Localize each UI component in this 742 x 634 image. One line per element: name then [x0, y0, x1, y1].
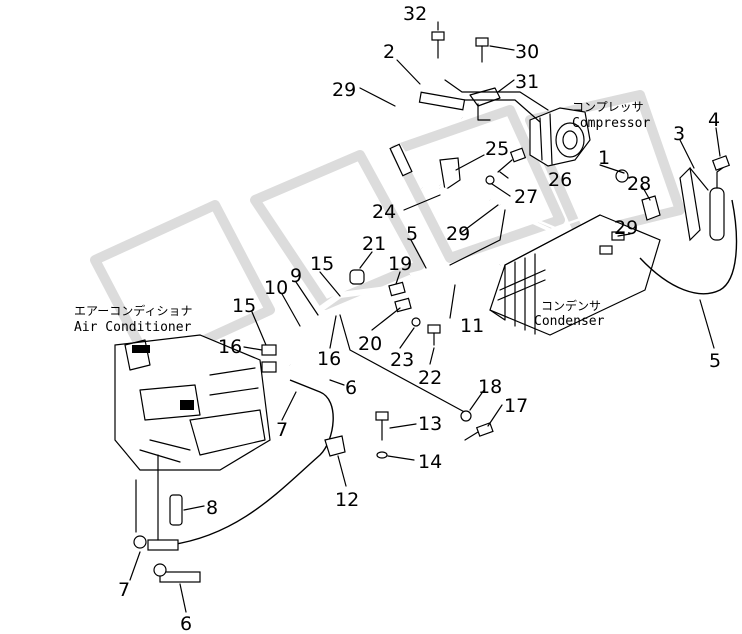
callout-12: 12 — [335, 489, 359, 511]
compressor-label-en: Compressor — [572, 116, 650, 131]
callout-7-center: 7 — [276, 419, 288, 441]
washer-23 — [411, 317, 421, 327]
callout-24: 24 — [372, 201, 396, 223]
compressor-mount-line-2 — [461, 99, 541, 123]
callout-9: 9 — [290, 265, 302, 287]
condenser-label-jp: コンデンサ — [541, 298, 601, 313]
callout-28: 28 — [627, 173, 651, 195]
callout-21: 21 — [362, 233, 386, 255]
callout-2: 2 — [383, 41, 395, 63]
callout-8: 8 — [206, 497, 218, 519]
callout-17: 17 — [504, 395, 528, 417]
callout-18: 18 — [478, 376, 502, 398]
compressor-label-jp: コンプレッサ — [572, 100, 644, 114]
hose-11 — [409, 263, 501, 302]
bolt-30 — [475, 37, 489, 63]
callout-20: 20 — [358, 333, 382, 355]
aircon-label-en: Air Conditioner — [74, 320, 192, 335]
callout-30: 30 — [515, 41, 539, 63]
callout-1: 1 — [598, 147, 610, 169]
clamp-line-16 — [339, 314, 471, 416]
callout-23: 23 — [390, 349, 414, 371]
callout-11: 11 — [460, 315, 484, 337]
drain-8 — [135, 454, 183, 541]
callout-15-left: 15 — [232, 295, 256, 317]
bolt-32 — [431, 31, 445, 59]
fitting-4 — [711, 155, 731, 171]
aircon-label-jp: エアーコンディショナ — [74, 303, 192, 318]
callout-5-center: 5 — [406, 223, 418, 245]
leader-lines — [129, 21, 721, 613]
bolt-17 — [464, 422, 494, 441]
bolt-13 — [375, 411, 389, 441]
hose-6 — [153, 362, 356, 583]
hose-5-right — [639, 199, 738, 295]
washer-14 — [376, 451, 388, 459]
callout-15-top: 15 — [310, 253, 334, 275]
callout-6-center: 6 — [345, 377, 357, 399]
fitting-28 — [641, 195, 661, 221]
receiver-drier — [709, 163, 729, 241]
bolt-22 — [427, 324, 441, 346]
callout-29-top: 29 — [332, 79, 356, 101]
hose-7 — [133, 379, 334, 551]
compressor — [529, 107, 591, 167]
callout-13: 13 — [418, 413, 442, 435]
callout-31: 31 — [515, 71, 539, 93]
fitting-16-left — [261, 344, 277, 373]
callout-29-mid: 29 — [446, 223, 470, 245]
cap-21 — [349, 269, 365, 285]
air-conditioner-unit — [114, 334, 271, 471]
condenser — [489, 214, 661, 336]
callout-26: 26 — [548, 169, 572, 191]
bracket-3 — [679, 166, 709, 242]
callout-6-bottom: 6 — [180, 613, 192, 634]
fitting-19 — [388, 281, 406, 297]
clamp-12 — [324, 435, 346, 457]
callout-16-center: 16 — [317, 348, 341, 370]
clamp-25 — [439, 157, 461, 192]
callout-27: 27 — [514, 186, 538, 208]
compressor-mount-line — [444, 79, 549, 111]
callout-4: 4 — [708, 109, 720, 131]
callout-29-right: 29 — [614, 217, 638, 239]
hose-2 — [388, 91, 466, 188]
washer-27 — [485, 175, 495, 185]
pipe-1 — [499, 169, 629, 230]
callout-32: 32 — [403, 3, 427, 25]
compressor-bracket-31 — [469, 87, 501, 121]
washer-18 — [460, 410, 472, 422]
callout-14: 14 — [418, 451, 442, 473]
callout-3: 3 — [673, 123, 685, 145]
bolt-26 — [497, 147, 527, 173]
watermark-logo — [90, 90, 685, 370]
callout-19: 19 — [388, 253, 412, 275]
callout-16-left: 16 — [218, 336, 242, 358]
callout-5-right: 5 — [709, 350, 721, 372]
callout-10: 10 — [264, 277, 288, 299]
callout-22: 22 — [418, 367, 442, 389]
hose-5-center — [409, 209, 506, 277]
condenser-label-en: Condenser — [534, 314, 605, 329]
callout-25: 25 — [485, 138, 509, 160]
hose-9-10 — [268, 285, 401, 358]
callout-7-bottom: 7 — [118, 579, 130, 601]
